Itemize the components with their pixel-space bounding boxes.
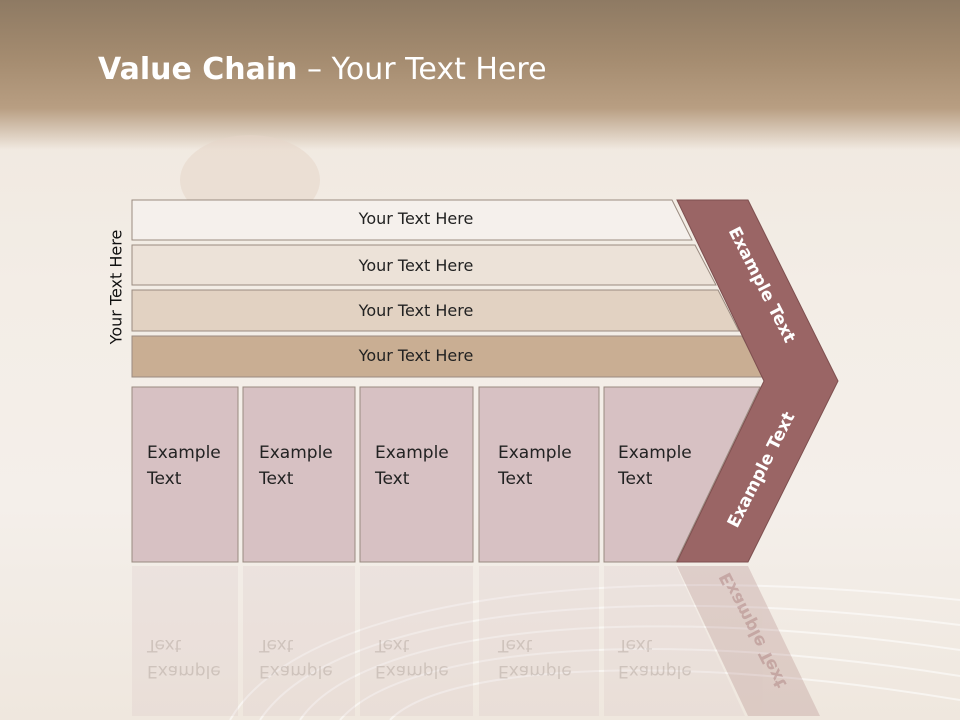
title-bold: Value Chain (98, 52, 298, 87)
card-reflection-3 (360, 566, 473, 716)
card-shape-5 (603, 386, 761, 563)
card-label-1-line2: Text (147, 469, 182, 489)
card-reflection-label-1-line2: Text (147, 635, 182, 655)
row-shape-2 (131, 244, 717, 286)
card-label-2-line1: Example (259, 443, 333, 463)
card-shape-2 (242, 386, 356, 563)
card-reflection-label-2-line1: Example (259, 661, 333, 681)
card-reflection-1 (132, 566, 238, 716)
chevron-reflection (677, 566, 820, 716)
card-reflection-4 (479, 566, 599, 716)
row-label-4: Your Text Here (358, 346, 474, 365)
card-reflection-label-2: Example Text (259, 632, 333, 684)
card-reflection-label-4-line1: Example (498, 661, 572, 681)
card-shape-1 (131, 386, 239, 563)
card-reflection-label-4: Example Text (498, 632, 572, 684)
card-label-1-line1: Example (147, 443, 221, 463)
card-reflection-label-3-line2: Text (375, 635, 410, 655)
card-reflection-5 (604, 566, 745, 716)
row-label-2: Your Text Here (358, 256, 474, 275)
card-label-5-line1: Example (618, 443, 692, 463)
card-label-4-line2: Text (498, 469, 533, 489)
card-label-5-line2: Text (618, 469, 653, 489)
card-reflection-label-1-line1: Example (147, 661, 221, 681)
card-reflection-label-3-line1: Example (375, 661, 449, 681)
card-reflection-label-3: Example Text (375, 632, 449, 684)
card-reflection-label-2-line2: Text (259, 635, 294, 655)
card-label-4-line1: Example (498, 443, 572, 463)
row-label-3: Your Text Here (358, 301, 474, 320)
card-reflection-2 (243, 566, 355, 716)
row-shape-3 (131, 289, 740, 332)
title-rest: – Your Text Here (297, 52, 547, 87)
card-shape-3 (359, 386, 474, 563)
card-reflection-label-1: Example Text (147, 632, 221, 684)
card-label-3-line1: Example (375, 443, 449, 463)
card-reflection-label-5-line2: Text (618, 635, 653, 655)
page-title: Value Chain – Your Text Here (98, 52, 547, 87)
card-reflection-label-5: Example Text (618, 632, 692, 684)
card-shape-4 (478, 386, 600, 563)
card-reflection-label-5-line1: Example (618, 661, 692, 681)
chevron-shape (676, 199, 839, 563)
row-label-1: Your Text Here (358, 209, 474, 228)
card-label-2-line2: Text (259, 469, 294, 489)
row-shape-1 (131, 199, 693, 241)
card-label-3-line2: Text (375, 469, 410, 489)
header-band (0, 0, 960, 150)
card-reflection-label-4-line2: Text (498, 635, 533, 655)
